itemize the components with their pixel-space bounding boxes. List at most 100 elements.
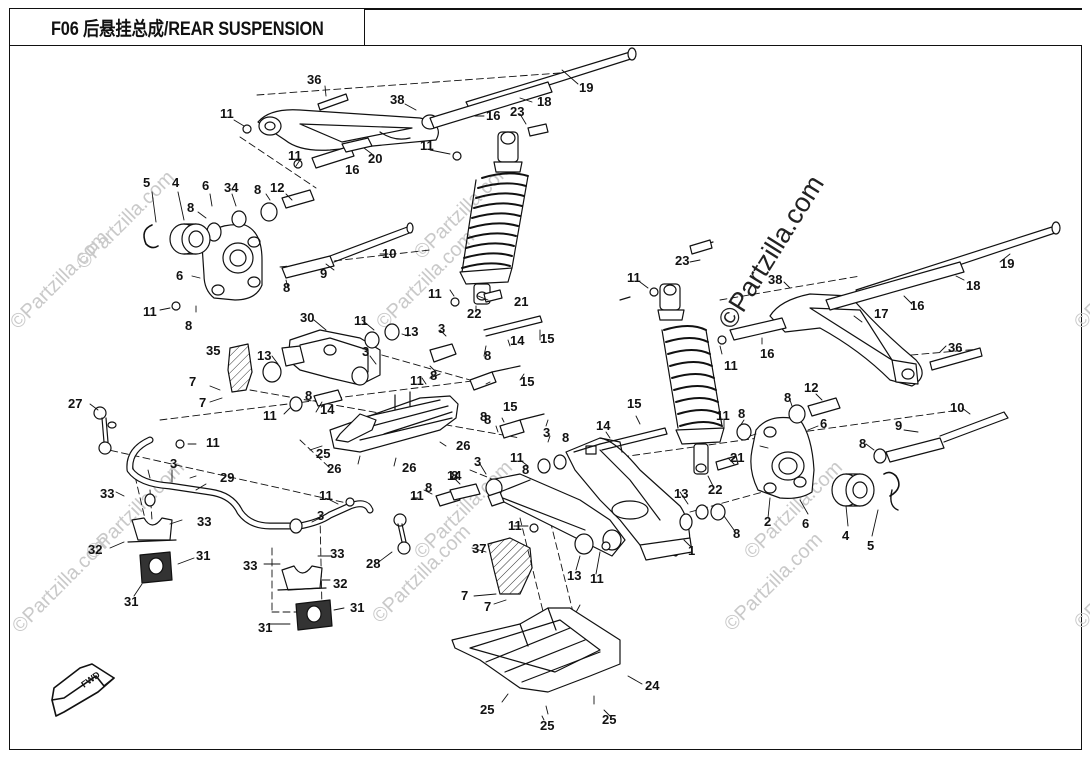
- pins-right: [729, 221, 1061, 464]
- callout-38-1: 38: [390, 92, 404, 107]
- callout-24-113: 24: [645, 678, 660, 693]
- callout-26-52: 26: [402, 460, 416, 475]
- callout-8-47: 8: [480, 409, 487, 424]
- callout-36-0: 36: [307, 72, 321, 87]
- callout-8-61: 8: [451, 468, 458, 483]
- callout-1-86: 1: [688, 543, 695, 558]
- callout-11-105: 11: [724, 358, 738, 373]
- nuts: [171, 124, 727, 551]
- bolts: [317, 93, 983, 471]
- circlip-right: [883, 471, 900, 497]
- callout-8-89: 8: [733, 526, 740, 541]
- callout-22-88: 22: [708, 482, 722, 497]
- callout-12-98: 12: [804, 380, 818, 395]
- callout-11-44: 11: [263, 408, 277, 423]
- callout-25-50: 25: [316, 446, 330, 461]
- callout-25-114: 25: [480, 702, 494, 717]
- callout-8-22: 8: [185, 318, 192, 333]
- diagram-frame: [9, 45, 1082, 750]
- callout-11-10: 11: [420, 138, 434, 153]
- callout-31-72: 31: [196, 548, 210, 563]
- callout-16-4: 16: [486, 108, 500, 123]
- callout-31-73: 31: [124, 594, 138, 609]
- callout-4-93: 4: [842, 528, 850, 543]
- callout-23-104: 23: [675, 253, 689, 268]
- callout-11-58: 11: [510, 450, 524, 465]
- callout-10-97: 10: [950, 400, 964, 415]
- frame-bracket-left: [287, 329, 381, 386]
- callout-9-96: 9: [895, 418, 902, 433]
- callout-29-67: 29: [220, 470, 234, 485]
- callout-8-15: 8: [254, 182, 261, 197]
- callout-10-18: 10: [382, 246, 396, 261]
- callout-7-84: 7: [461, 588, 468, 603]
- callout-11-83: 11: [590, 571, 604, 586]
- bushing-left: [139, 551, 173, 584]
- callout-31-77: 31: [258, 620, 272, 635]
- callout-7-41: 7: [199, 395, 206, 410]
- callout-6-13: 6: [202, 178, 209, 193]
- callout-3-29: 3: [438, 321, 445, 336]
- skid-plate-left: [329, 391, 459, 453]
- callout-11-28: 11: [354, 313, 368, 328]
- callout-30-27: 30: [300, 310, 314, 325]
- callout-6-20: 6: [176, 268, 183, 283]
- callout-13-35: 13: [257, 348, 271, 363]
- callout-6-92: 6: [802, 516, 809, 531]
- clamp-right: [277, 565, 327, 591]
- callout-11-65: 11: [319, 488, 333, 503]
- callout-11-23: 11: [143, 304, 157, 319]
- callout-8-99: 8: [784, 390, 791, 405]
- bracket-37: [487, 537, 533, 595]
- pins-left: [231, 47, 637, 279]
- callout-15-56: 15: [627, 396, 641, 411]
- callout-14-31: 14: [510, 333, 525, 348]
- callout-11-8: 11: [288, 148, 302, 163]
- pins-center: [262, 241, 726, 555]
- callout-4-12: 4: [172, 175, 180, 190]
- sway-bar: [126, 436, 374, 534]
- sway-link-right: [393, 513, 411, 555]
- callout-34-14: 34: [224, 180, 239, 195]
- callout-33-70: 33: [197, 514, 211, 529]
- callout-32-71: 32: [88, 542, 102, 557]
- callout-21-90: 21: [730, 450, 744, 465]
- callout-11-48: 11: [206, 435, 220, 450]
- sway-link-left: [93, 406, 117, 455]
- callout-18-3: 18: [537, 94, 551, 109]
- fwd-arrow: [51, 663, 115, 717]
- callout-28-79: 28: [366, 556, 380, 571]
- callout-21-26: 21: [514, 294, 528, 309]
- callout-20-7: 20: [368, 151, 382, 166]
- callout-16-109: 16: [910, 298, 924, 313]
- callout-7-40: 7: [189, 374, 196, 389]
- callout-19-111: 19: [1000, 256, 1014, 271]
- upper-a-arm-left: [257, 109, 439, 151]
- knuckle-left: [201, 222, 263, 301]
- callout-5-94: 5: [867, 538, 874, 553]
- callout-14-62: 14: [447, 468, 462, 483]
- callout-31-78: 31: [350, 600, 364, 615]
- callout-8-33: 8: [484, 348, 491, 363]
- callout-16-9: 16: [345, 162, 359, 177]
- callout-8-17: 8: [187, 200, 194, 215]
- callout-23-5: 23: [510, 104, 524, 119]
- leader-lines: [89, 69, 1011, 721]
- callout-8-57: 8: [484, 412, 491, 427]
- callout-11-64: 11: [410, 488, 424, 503]
- callout-15-39: 15: [520, 374, 534, 389]
- callout-26-49: 26: [456, 438, 470, 453]
- callout-8-101: 8: [738, 406, 745, 421]
- callout-35-36: 35: [206, 343, 220, 358]
- upper-a-arm-right: [769, 293, 923, 387]
- callout-17-107: 17: [874, 306, 888, 321]
- callout-8-43: 8: [305, 388, 312, 403]
- callout-33-69: 33: [100, 486, 114, 501]
- callout-8-54: 8: [562, 430, 569, 445]
- callout-22-25: 22: [467, 306, 481, 321]
- callout-12-16: 12: [270, 180, 284, 195]
- circlip-left: [143, 224, 159, 249]
- bearing-right: [831, 473, 875, 507]
- callout-18-110: 18: [966, 278, 980, 293]
